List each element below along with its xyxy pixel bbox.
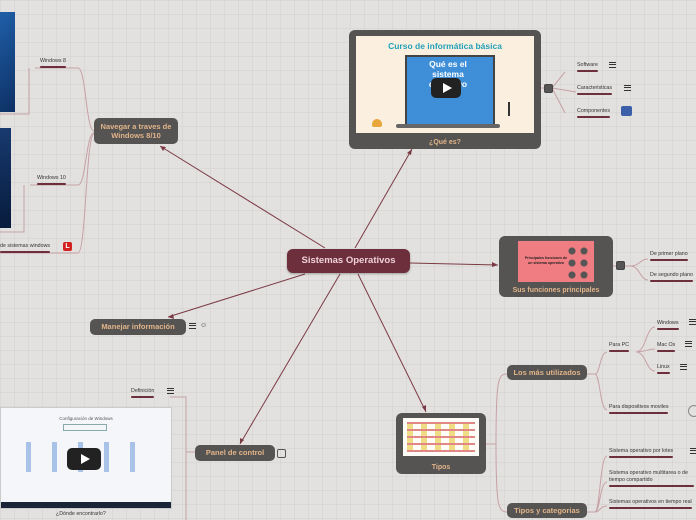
leaf-text: Sistemas operativos en tiempo real xyxy=(609,499,692,505)
thumb-text: Principales funciones de un sistema oper… xyxy=(524,256,568,265)
video-searchbar xyxy=(63,424,107,431)
funciones-thumbnail: Principales funciones de un sistema oper… xyxy=(518,241,594,282)
notes-icon xyxy=(167,388,174,394)
plant-icon xyxy=(372,119,382,127)
thumb-title: Curso de informática básica xyxy=(388,41,502,51)
link-central-funciones xyxy=(409,262,499,266)
link-central-manejar xyxy=(167,273,306,318)
leaf-segundo-plano[interactable]: De segundo plano xyxy=(650,272,693,282)
arrowhead xyxy=(422,405,426,412)
leaf-software[interactable]: Software xyxy=(577,62,598,72)
branch-panel[interactable]: Panel de control xyxy=(195,445,275,461)
branch-mas-utilizados[interactable]: Los más utilizados xyxy=(507,365,587,380)
link-central-tipos xyxy=(357,273,427,413)
leaf-por-lotes[interactable]: Sistema operativo por lotes xyxy=(609,448,674,458)
notes-icon xyxy=(624,85,631,91)
card-caption: ¿Qué es? xyxy=(429,139,461,146)
collapse-circle-icon[interactable] xyxy=(688,405,696,417)
checkbox-icon xyxy=(544,84,553,93)
card-caption: Tipos xyxy=(431,464,451,471)
leaf-windows[interactable]: Windows xyxy=(657,320,679,330)
leaf-text: Software xyxy=(577,62,598,68)
arrowhead xyxy=(492,262,498,267)
arrowhead xyxy=(407,149,412,155)
tipos-thumbnail xyxy=(403,418,479,456)
leaf-linux[interactable]: Linux xyxy=(657,364,670,374)
leaf-text: Windows 10 xyxy=(37,175,66,181)
branch-tipos-categorias[interactable]: Tipos y categorias xyxy=(507,503,587,518)
leaf-text: Para PC xyxy=(609,342,630,348)
notes-icon xyxy=(689,319,696,325)
leaf-multitarea[interactable]: Sistema operativo multitarea o de tiempo… xyxy=(609,470,694,487)
que-es-thumbnail: Curso de informática básica Qué es el si… xyxy=(356,36,534,133)
branch-que-es[interactable]: Curso de informática básica Qué es el si… xyxy=(349,30,541,149)
leaf-text: Linux xyxy=(657,364,670,370)
windows8-image xyxy=(0,12,15,112)
red-l-icon: L xyxy=(63,242,72,251)
card-caption: Sus funciones principales xyxy=(512,287,600,294)
windows10-image xyxy=(0,128,11,228)
leaf-text: Sistema operativo por lotes xyxy=(609,448,674,454)
play-button-icon[interactable] xyxy=(67,448,101,470)
video-taskbar xyxy=(1,502,171,508)
notes-icon xyxy=(680,364,687,370)
leaf-mac-os[interactable]: Mac Os xyxy=(657,342,676,352)
hexagon-icons xyxy=(566,245,590,279)
branch-manejar[interactable]: Manejar información xyxy=(90,319,186,335)
panel-video[interactable]: Configuración de Windows xyxy=(0,407,172,509)
leaf-text: De segundo plano xyxy=(650,272,693,278)
play-button-icon[interactable] xyxy=(431,78,461,98)
laptop-base xyxy=(396,124,500,128)
branch-navegar[interactable]: Navegar a traves de Windows 8/10 xyxy=(94,118,178,144)
leaf-componentes[interactable]: Componentes xyxy=(577,108,610,118)
leaf-sistemas-windows[interactable]: de sistemas windows xyxy=(0,243,51,253)
leaf-caracteristicas[interactable]: Caracteristicas xyxy=(577,85,613,95)
link-central-quees xyxy=(354,148,413,249)
checkbox-icon xyxy=(277,449,286,458)
notes-icon xyxy=(609,62,616,68)
leaf-text: Sistema operativo multitarea o de tiempo… xyxy=(609,470,688,483)
arrowhead xyxy=(168,314,174,319)
leaf-moviles[interactable]: Para dispositivos moviles xyxy=(609,404,669,414)
image-icon xyxy=(621,106,632,116)
checkbox-icon xyxy=(616,261,625,270)
leaf-tiempo-real[interactable]: Sistemas operativos en tiempo real xyxy=(609,499,692,509)
notes-icon xyxy=(189,323,196,329)
leaf-donde[interactable]: ¿Dónde encontrarlo? xyxy=(56,511,106,517)
leaf-text: Windows xyxy=(657,320,679,326)
leaf-text: Windows 8 xyxy=(40,58,66,64)
thumb-mindmap xyxy=(407,422,475,452)
leaf-text: De primer plano xyxy=(650,251,688,257)
leaf-primer-plano[interactable]: De primer plano xyxy=(650,251,688,261)
leaf-definicion[interactable]: Definición xyxy=(131,388,155,398)
central-node[interactable]: Sistemas Operativos xyxy=(287,249,410,273)
notes-icon xyxy=(685,341,692,347)
leaf-text: Componentes xyxy=(577,108,610,114)
branch-funciones[interactable]: Principales funciones de un sistema oper… xyxy=(499,236,613,297)
leaf-para-pc[interactable]: Para PC xyxy=(609,342,630,352)
branch-tipos[interactable]: Tipos xyxy=(396,413,486,474)
leaf-windows8[interactable]: Windows 8 xyxy=(40,58,66,68)
link-central-navegar xyxy=(159,145,326,249)
leaf-text: Para dispositivos moviles xyxy=(609,404,669,410)
lamp-icon xyxy=(508,102,520,116)
leaf-windows10[interactable]: Windows 10 xyxy=(37,175,66,185)
leaf-text: Mac Os xyxy=(657,342,676,348)
arrowhead xyxy=(160,146,166,151)
link-central-panel xyxy=(239,273,341,445)
notes-icon xyxy=(690,448,696,454)
leaf-text: Caracteristicas xyxy=(577,85,613,91)
leaf-text: Definición xyxy=(131,388,155,394)
leaf-text: de sistemas windows xyxy=(0,243,51,249)
video-title: Configuración de Windows xyxy=(59,416,113,421)
people-icon: ☺ xyxy=(200,322,208,329)
arrowhead xyxy=(240,438,244,444)
